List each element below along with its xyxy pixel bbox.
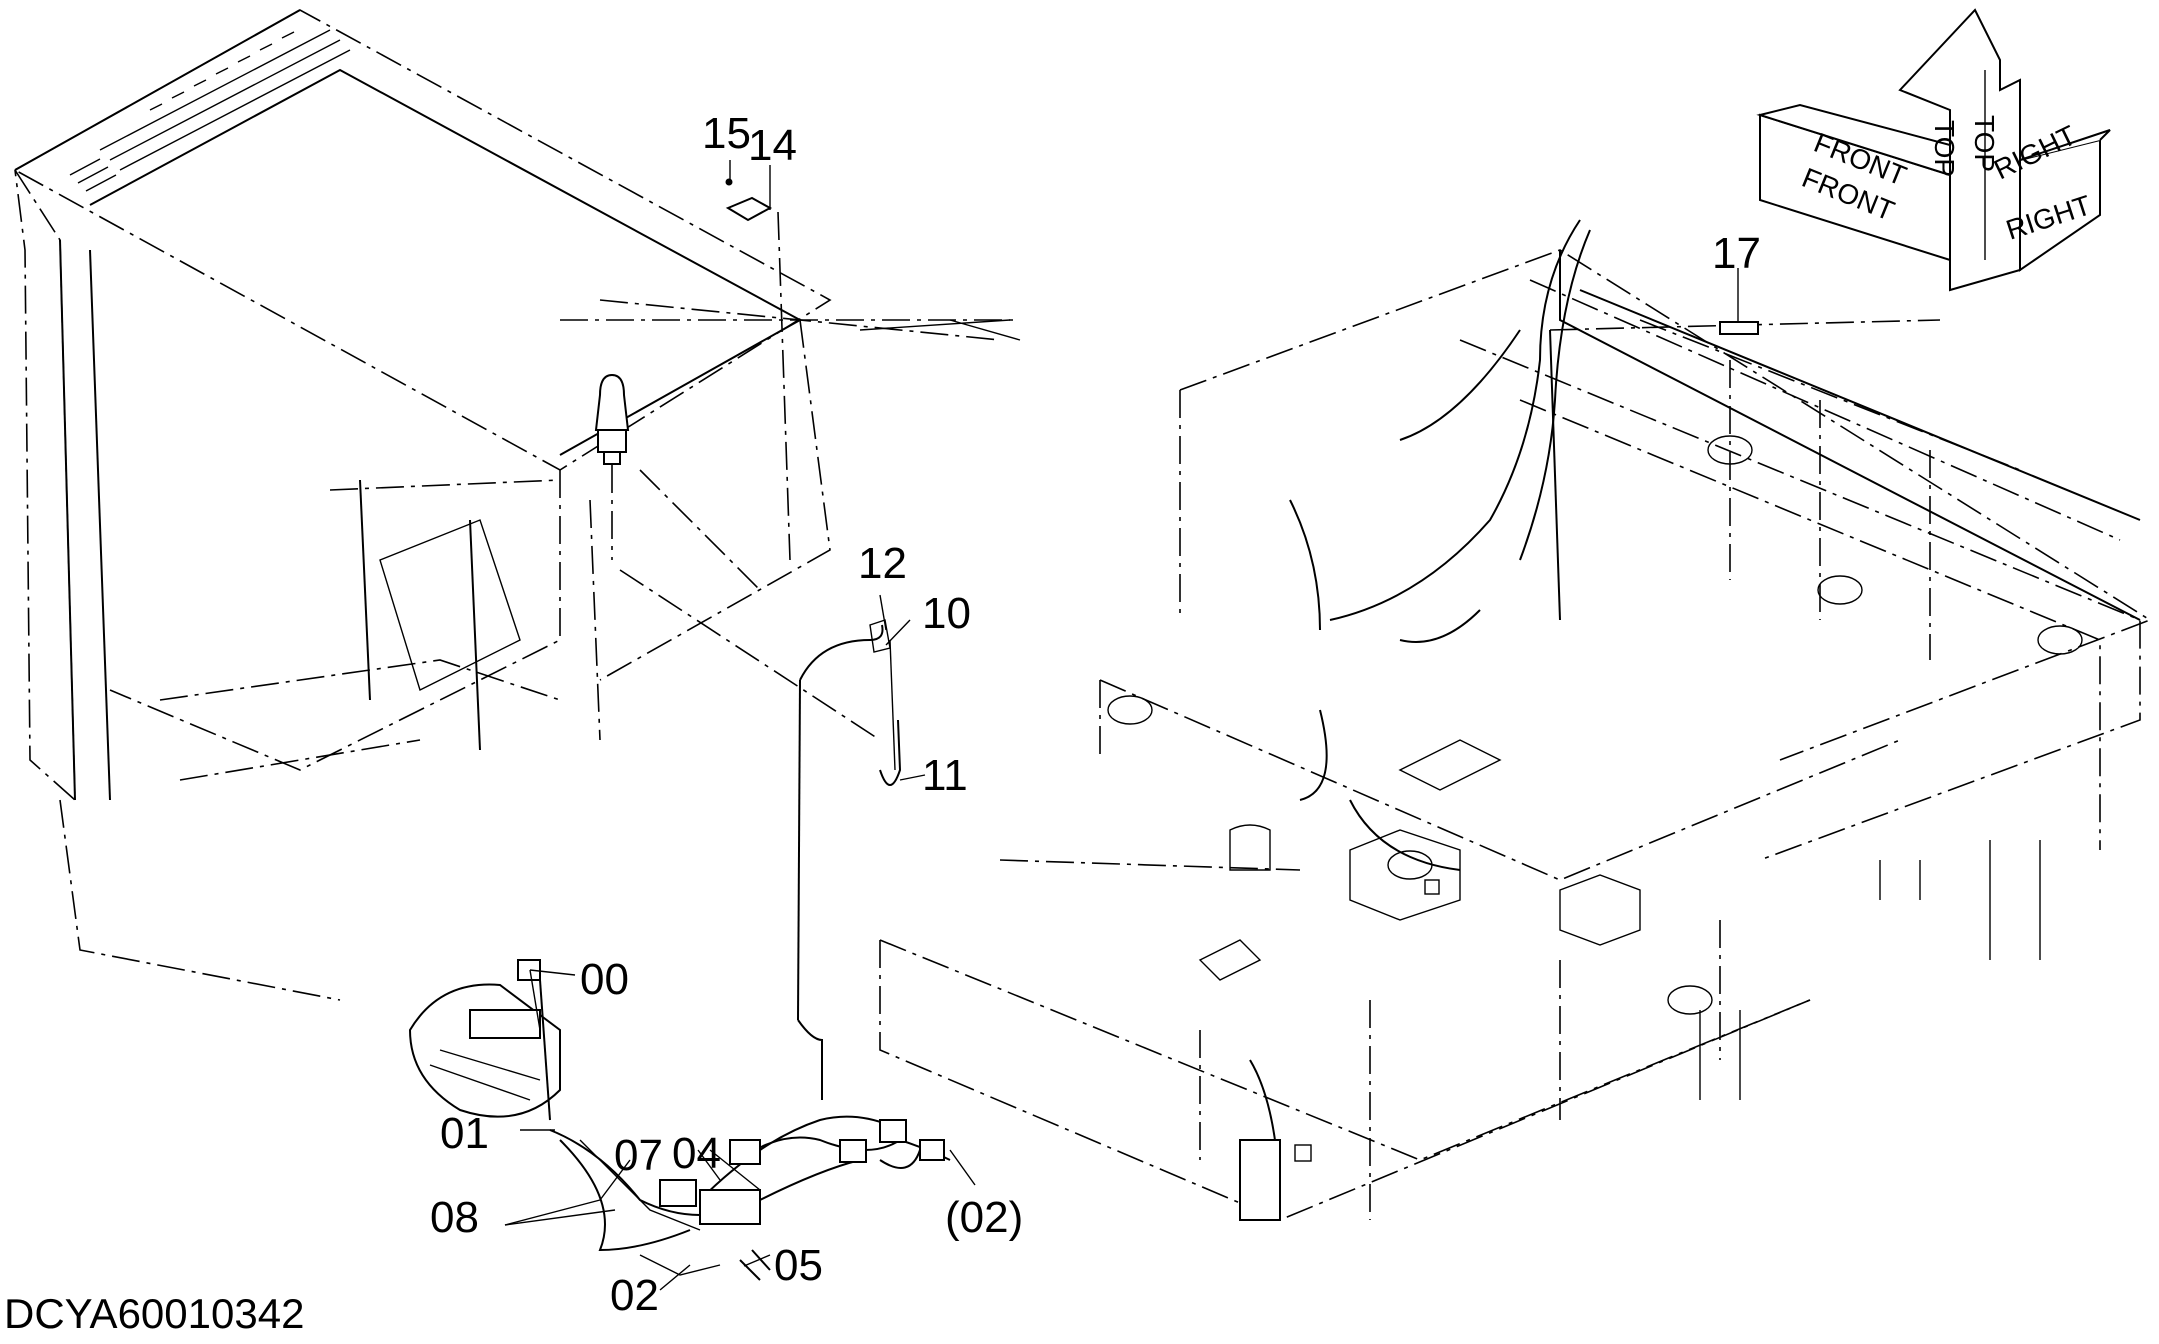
wire-harness	[549, 1115, 951, 1281]
connector-17	[1719, 300, 1759, 335]
drawing-code: DCYA60010342	[4, 1290, 304, 1337]
callout-05: 05	[774, 1241, 823, 1290]
callout-01: 01	[440, 1109, 489, 1158]
roof-vents	[69, 29, 351, 192]
callout-04: 04	[672, 1129, 721, 1178]
callout-08: 08	[430, 1193, 479, 1242]
callout-10: 10	[922, 589, 971, 638]
callout-02-parenthesized: (02)	[945, 1193, 1023, 1242]
callout-07: 07	[614, 1131, 663, 1180]
callout-00: 00	[580, 955, 629, 1004]
callout-12: 12	[858, 539, 907, 588]
main-frame	[879, 219, 2152, 1221]
callout-11: 11	[922, 751, 968, 800]
callout-15: 15	[702, 109, 751, 158]
callout-14: 14	[748, 121, 797, 170]
orientation-indicator: TOP TOP FRONT FRONT RIGHT RIGHT	[1756, 8, 2111, 292]
mirror-bracket	[725, 178, 773, 222]
orientation-top-label-a: TOP	[1929, 120, 1960, 177]
display-monitor	[408, 959, 561, 1121]
cab-assembly	[13, 9, 1021, 1100]
leader-lines	[504, 160, 1739, 1291]
callouts: 15 14 12 10 11 17 00 01 07 04 08 (02) 05…	[430, 109, 1761, 1320]
beacon-lamp	[594, 373, 630, 465]
orientation-top-label-b: TOP	[1969, 115, 2000, 172]
callout-17: 17	[1712, 229, 1761, 278]
callout-02: 02	[610, 1271, 659, 1320]
